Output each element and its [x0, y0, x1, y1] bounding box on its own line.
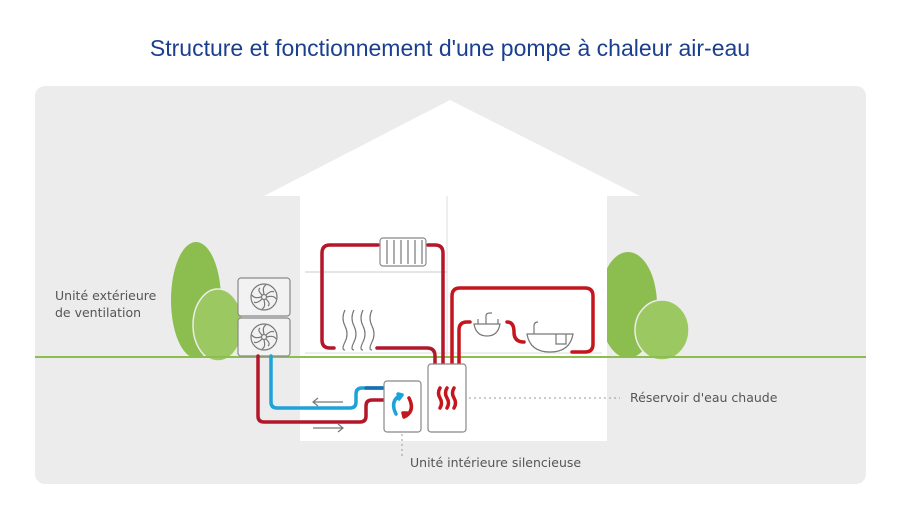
floor-heating-waves-icon — [342, 309, 375, 351]
bathtub-icon — [526, 321, 574, 353]
indoor-unit — [383, 380, 422, 433]
radiator-icon — [379, 237, 427, 267]
fan-icon — [250, 283, 278, 311]
hot-water-tank — [427, 363, 467, 433]
trees-right — [599, 252, 690, 361]
hot-pipe-outdoor — [256, 354, 386, 424]
hot-water-tank-label: Réservoir d'eau chaude — [630, 390, 778, 405]
sink-icon — [473, 312, 501, 337]
sink-pipe — [457, 320, 526, 366]
outdoor-unit — [237, 277, 291, 357]
flow-arrow-left-icon — [312, 397, 343, 407]
cold-pipe-outdoor — [269, 354, 386, 410]
hot-water-pipe — [450, 286, 595, 366]
outdoor-unit-label-line2: de ventilation — [55, 305, 141, 320]
heating-loop-pipe — [320, 243, 445, 366]
outdoor-unit-label: Unité extérieure — [55, 288, 157, 303]
diagram-title: Structure et fonctionnement d'une pompe … — [150, 35, 750, 61]
flow-arrow-right-icon — [313, 423, 344, 433]
fan-icon — [250, 323, 278, 351]
indoor-unit-label: Unité intérieure silencieuse — [410, 455, 581, 470]
trees-left — [171, 242, 244, 362]
